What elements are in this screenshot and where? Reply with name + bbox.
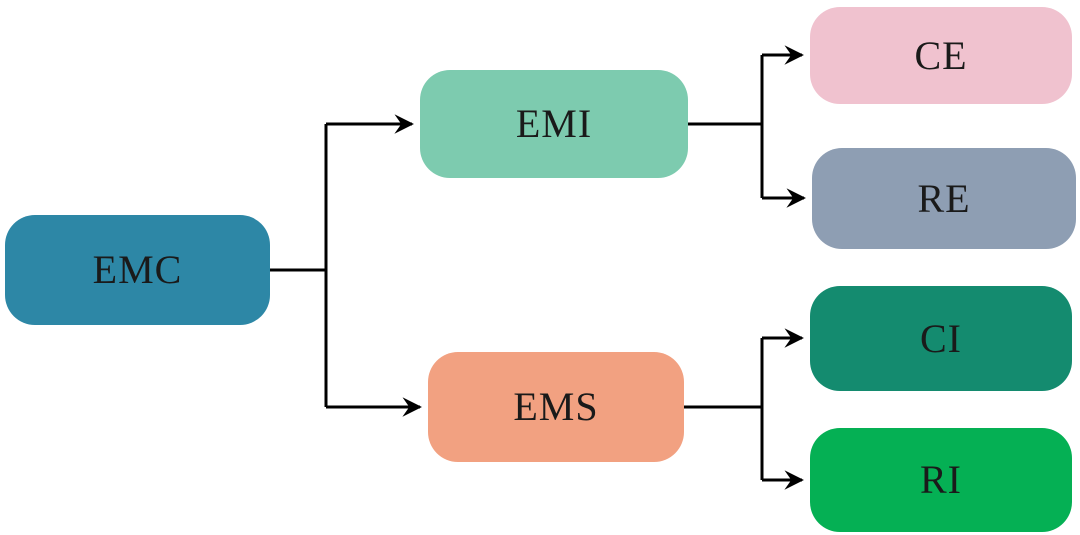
node-ems-label: EMS: [513, 384, 599, 429]
edge-ems-trunk: [684, 338, 764, 480]
node-emi: EMI: [420, 70, 688, 178]
node-emi-label: EMI: [515, 101, 593, 146]
node-re: RE: [812, 148, 1076, 249]
node-emc: EMC: [5, 215, 270, 325]
node-ci-label: CI: [920, 315, 962, 361]
edge-emi-trunk: [688, 55, 764, 198]
node-ri: RI: [810, 428, 1072, 532]
node-ems: EMS: [428, 352, 684, 462]
node-ce-label: CE: [914, 32, 968, 78]
node-ri-label: RI: [920, 457, 962, 502]
node-re-label: RE: [917, 175, 971, 221]
edge-emc-trunk: [270, 124, 328, 407]
node-ce: CE: [810, 7, 1072, 104]
node-ci: CI: [810, 286, 1072, 391]
node-emc-label: EMC: [92, 247, 183, 292]
